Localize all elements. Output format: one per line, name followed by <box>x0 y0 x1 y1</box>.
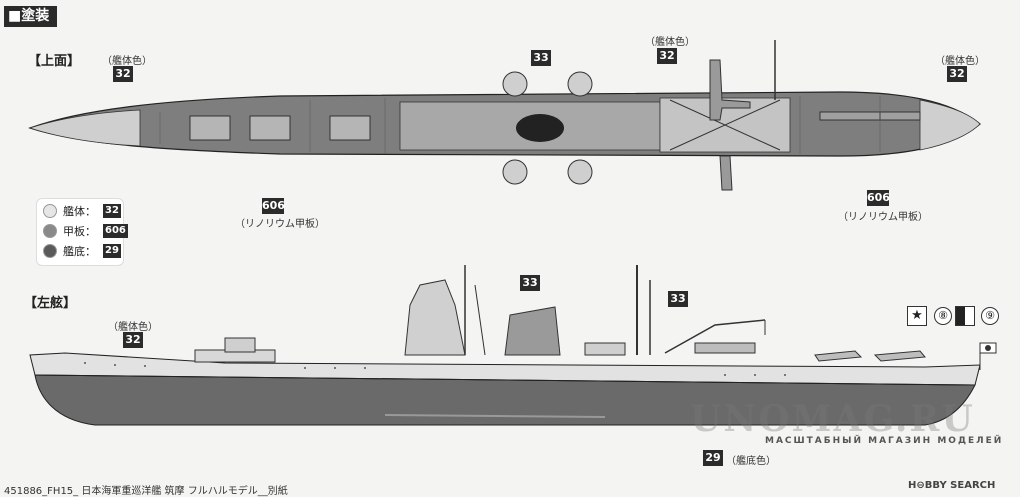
code-32-stern: 32 <box>947 66 967 82</box>
mark-8: ⑧ <box>934 307 952 325</box>
code-32-bow: 32 <box>113 66 133 82</box>
watermark-text: UNOMAG.RU <box>690 398 975 440</box>
star-mark-icon: ★ <box>907 306 927 326</box>
hull-color-label-mid: （艦体色） <box>645 37 695 48</box>
code-33-center: 33 <box>531 50 551 66</box>
side-view-title: 【左舷】 <box>24 296 77 311</box>
linoleum-label-right: （リノリウム甲板） <box>838 212 928 223</box>
watermark-subtext: МАСШТАБНЫЙ МАГАЗИН МОДЕЛЕЙ <box>765 436 1004 446</box>
legend-swatch-bottom <box>43 244 57 258</box>
legend-row-bottom: 艦底： 29 <box>43 243 121 259</box>
legend-row-hull: 艦体： 32 <box>43 203 121 219</box>
mast-code-33: 33 <box>668 291 688 307</box>
bottom-color-label: （艦底色） <box>726 456 776 467</box>
linoleum-label-left: （リノリウム甲板） <box>235 219 325 230</box>
top-view-title: 【上面】 <box>28 54 81 69</box>
top-view-drawing <box>28 40 981 191</box>
code-32-mid: 32 <box>657 48 677 64</box>
code-606-right: 606 <box>867 190 890 206</box>
side-hull-color-label: （艦体色） <box>108 322 158 333</box>
legend-swatch-hull <box>43 204 57 218</box>
code-606-left: 606 <box>262 198 285 214</box>
hull-color-label-stern: （艦体色） <box>935 56 985 67</box>
section-title: ■塗装 <box>4 6 58 27</box>
bottom-code-29: 29 <box>703 450 723 466</box>
legend-swatch-deck <box>43 224 57 238</box>
mark-9: ⑨ <box>981 307 999 325</box>
side-view-drawing <box>29 265 997 426</box>
legend-row-deck: 甲板： 606 <box>43 223 128 239</box>
side-code-32: 32 <box>123 332 143 348</box>
funnel-code-33: 33 <box>520 275 540 291</box>
hull-color-label-bow: （艦体色） <box>102 56 152 67</box>
flag-mark-icon <box>955 306 975 326</box>
color-legend: 艦体： 32 甲板： 606 艦底： 29 <box>36 198 128 266</box>
hobby-search-logo: H⊖BBY SEARCH <box>908 480 996 491</box>
footer-caption: 451886_FH15_ 日本海軍重巡洋艦 筑摩 フルハルモデル__別紙 <box>4 486 288 497</box>
